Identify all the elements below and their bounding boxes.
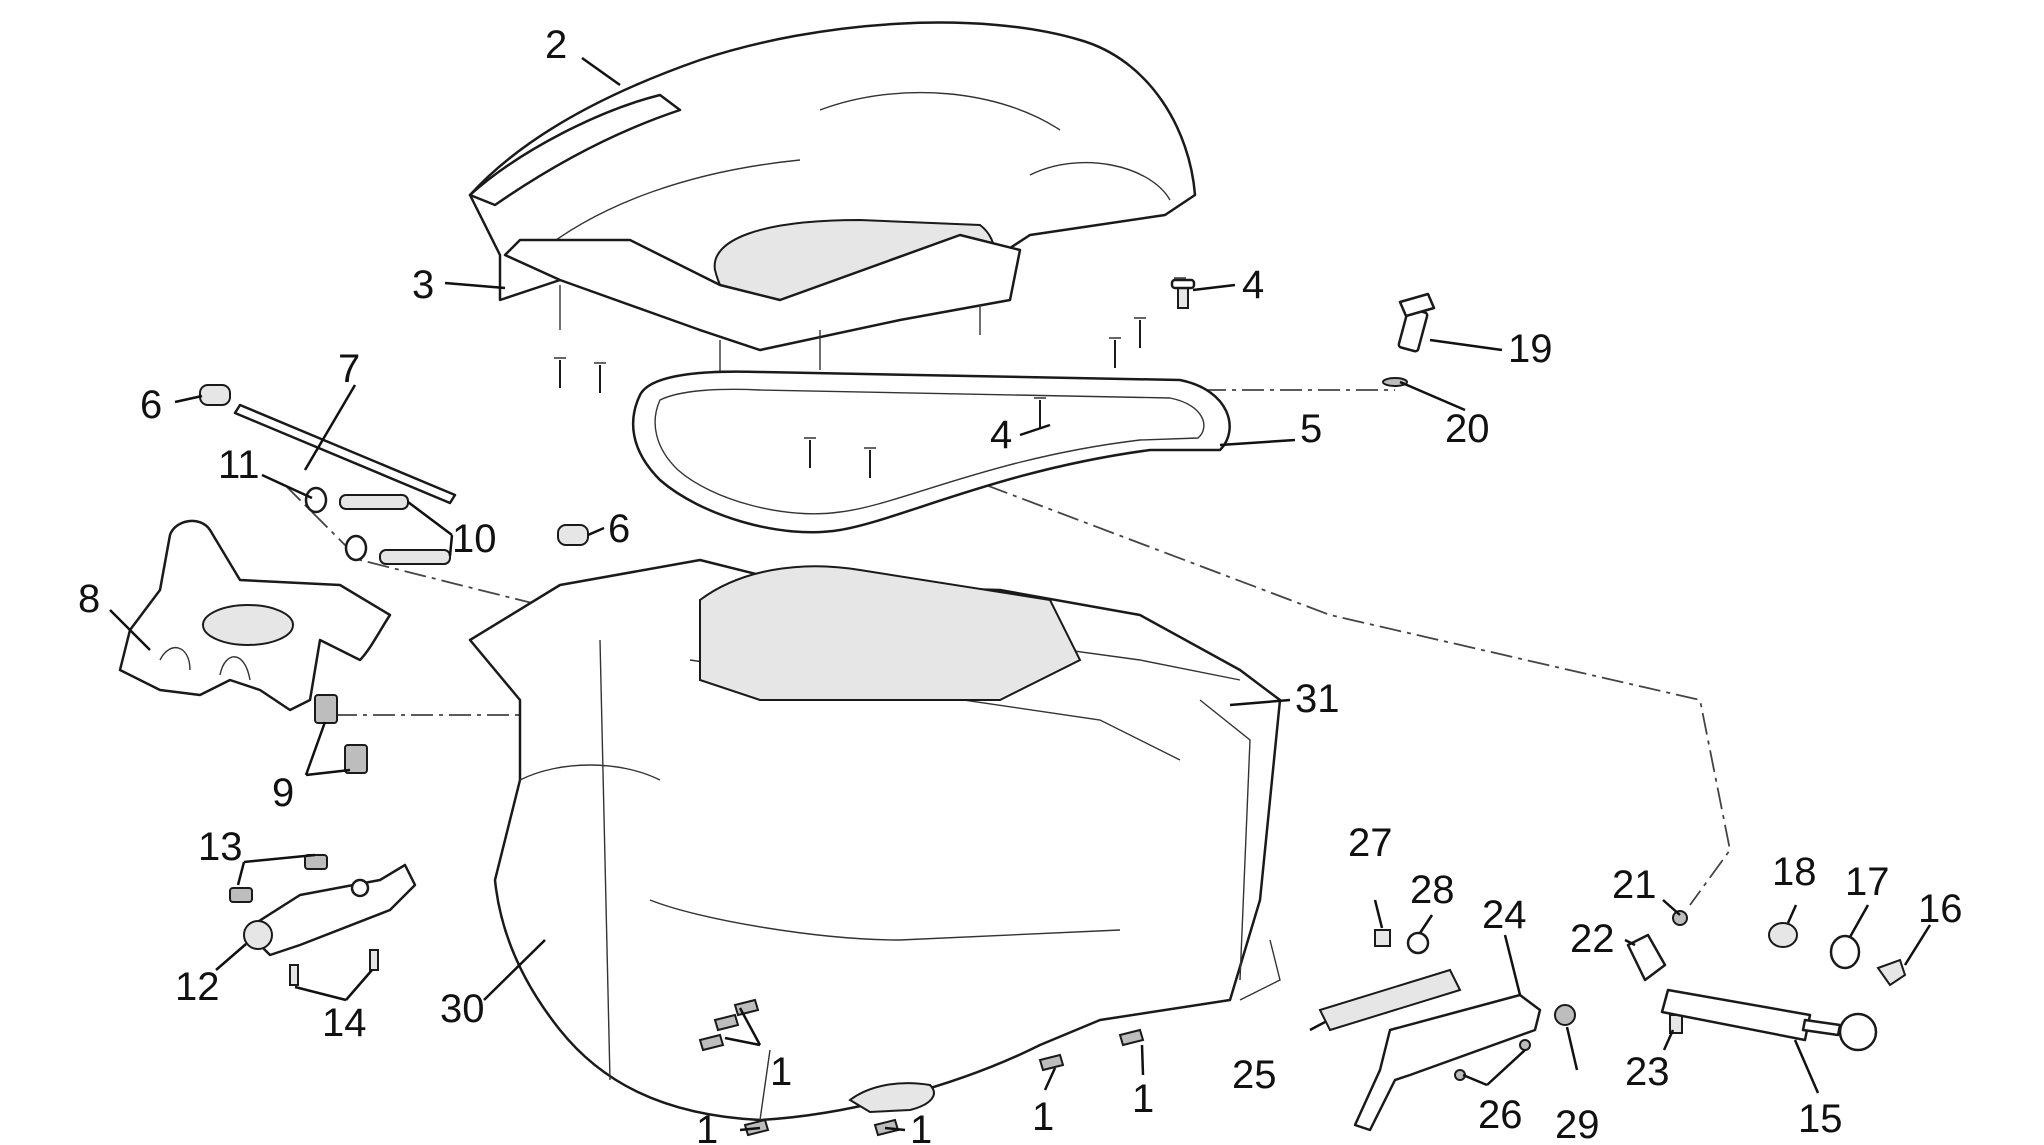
callout-14: 14 <box>322 1001 367 1045</box>
callout-29: 29 <box>1555 1103 1600 1145</box>
callout-1-d: 1 <box>696 1108 718 1145</box>
callout-11: 11 <box>218 443 260 487</box>
callout-24: 24 <box>1482 893 1527 937</box>
callout-7: 7 <box>338 347 360 391</box>
callout-8: 8 <box>78 577 100 621</box>
fittings-21-22-23 <box>1626 910 1688 1034</box>
bushing-6a <box>199 384 231 406</box>
callout-6-mid: 6 <box>608 507 630 551</box>
latch-arm-24 <box>1353 993 1542 1132</box>
bracket-cover-8 <box>118 519 392 712</box>
bushing-6b <box>557 524 589 546</box>
callout-labels: 2 3 4 4 5 19 20 6 7 6 11 10 8 9 13 12 14… <box>78 23 1963 1145</box>
bolt-19 <box>1397 292 1436 353</box>
callout-18: 18 <box>1772 850 1817 894</box>
storage-compartment-30 <box>468 558 1282 1122</box>
clips-9 <box>314 694 368 774</box>
callout-25: 25 <box>1232 1053 1277 1097</box>
callout-28: 28 <box>1410 868 1455 912</box>
seat-gasket <box>631 370 1231 534</box>
seat-screws <box>554 277 1186 478</box>
callout-10: 10 <box>452 517 497 561</box>
washer-20 <box>1382 377 1408 387</box>
callout-4-lower: 4 <box>990 413 1012 457</box>
callout-12: 12 <box>175 965 220 1009</box>
callout-9: 9 <box>272 771 294 815</box>
callout-1-a: 1 <box>770 1050 792 1094</box>
gas-strut-15 <box>1660 988 1878 1052</box>
callout-19: 19 <box>1508 327 1553 371</box>
screw-4-upper <box>1170 278 1196 309</box>
parts-16-17-18 <box>1768 922 1907 987</box>
rod-7 <box>233 403 457 505</box>
callout-16: 16 <box>1918 887 1963 931</box>
screws-1 <box>698 998 1145 1137</box>
callout-3: 3 <box>412 263 434 307</box>
callout-21: 21 <box>1612 863 1657 907</box>
seat-base <box>503 233 1022 380</box>
leader-lines <box>109 56 1932 1132</box>
washer-pin-set <box>304 486 451 565</box>
hinge-bracket-12 <box>229 854 417 986</box>
callout-1-e: 1 <box>910 1108 932 1145</box>
callout-13: 13 <box>198 825 243 869</box>
callout-4-upper: 4 <box>1242 263 1264 307</box>
callout-27: 27 <box>1348 821 1393 865</box>
plate-25 <box>1318 968 1462 1032</box>
callout-31: 31 <box>1295 677 1340 721</box>
callout-15: 15 <box>1798 1097 1843 1141</box>
callout-26: 26 <box>1478 1093 1523 1137</box>
callout-22: 22 <box>1570 917 1615 961</box>
callout-1-c: 1 <box>1132 1077 1154 1121</box>
callout-20: 20 <box>1445 407 1490 451</box>
callout-2: 2 <box>545 23 567 67</box>
callout-23: 23 <box>1625 1050 1670 1094</box>
callout-17: 17 <box>1845 860 1890 904</box>
callout-30: 30 <box>440 987 485 1031</box>
small-fasteners <box>1374 929 1576 1081</box>
callout-6-left: 6 <box>140 383 162 427</box>
callout-1-b: 1 <box>1032 1095 1054 1139</box>
callout-5: 5 <box>1300 407 1322 451</box>
